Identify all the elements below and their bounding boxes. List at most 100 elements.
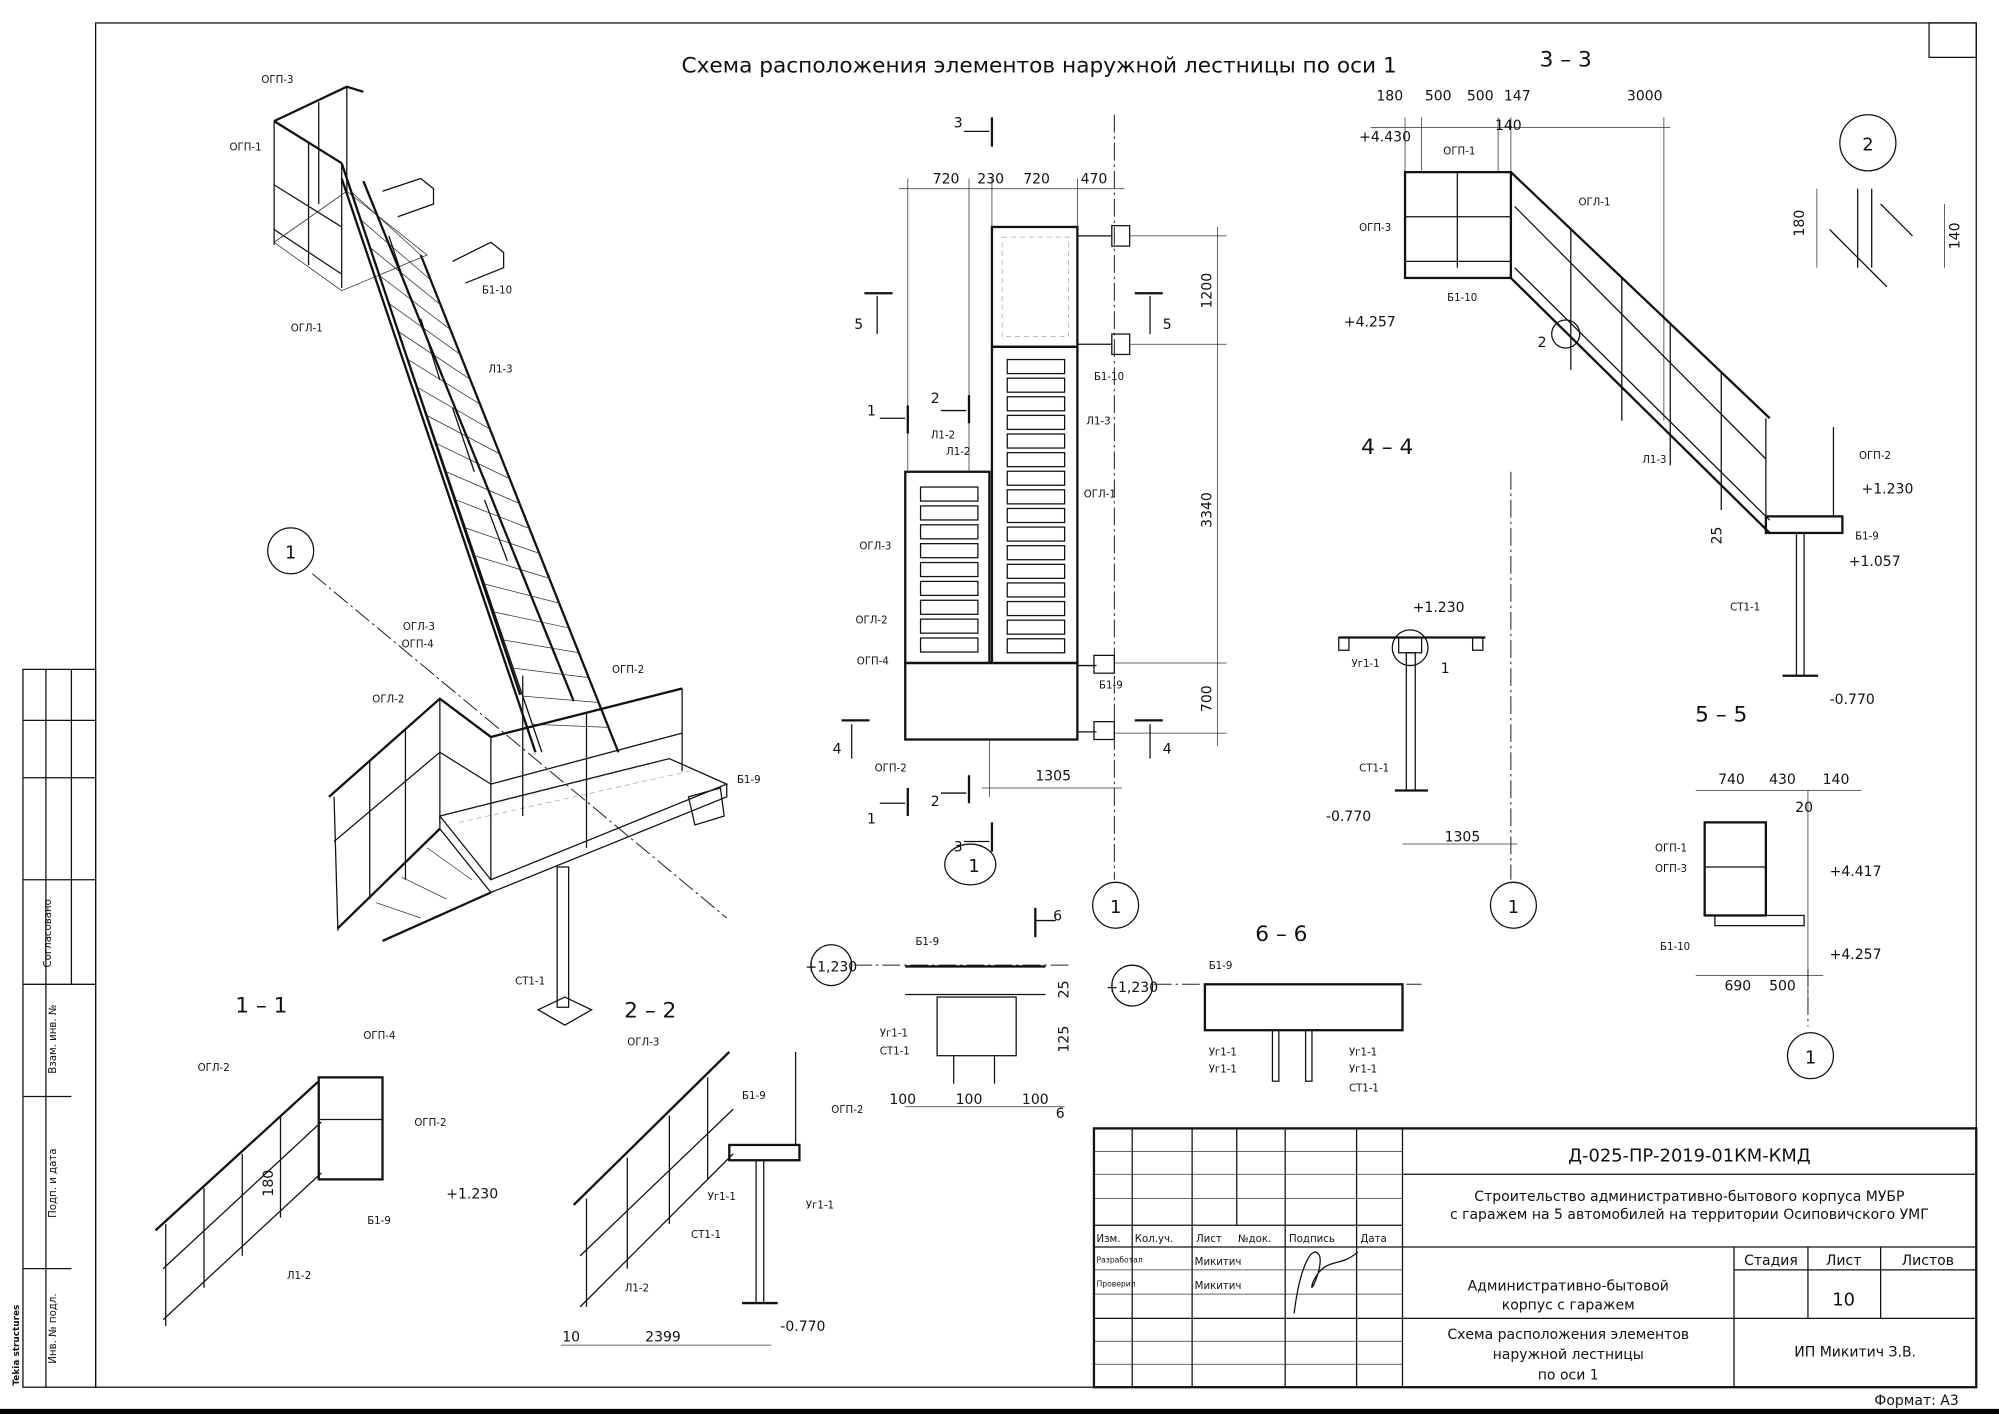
stage-header: Лист <box>1826 1253 1862 1269</box>
corner-box <box>1928 22 1977 59</box>
iso-label: ОГЛ-1 <box>291 324 323 335</box>
stair-tread <box>919 599 979 615</box>
section-5-5: 5 – 5 740 430 140 20 ОГП-1 ОГП-3 +4.417 … <box>1655 703 1882 1080</box>
stair-tread <box>379 275 451 330</box>
stamp-label: Взам. инв. № <box>48 1004 59 1074</box>
section-label: ОГП-3 <box>1655 864 1687 875</box>
section-marker: 4 <box>833 742 842 758</box>
sheet-title-line: наружной лестницы <box>1493 1347 1644 1363</box>
dim-label: 100 <box>956 1092 983 1108</box>
iso-label: ОГП-3 <box>261 75 293 86</box>
person-name: Микитич <box>1195 1281 1242 1292</box>
stair-tread <box>919 561 979 578</box>
dim-label: 740 <box>1718 772 1745 788</box>
plan-label: Л1-2 <box>931 431 955 442</box>
dim-label: 500 <box>1769 979 1796 995</box>
section-label: СТ1-1 <box>880 1046 910 1057</box>
iso-label: ОГП-4 <box>402 640 434 651</box>
plan-label: Л1-2 <box>946 447 970 458</box>
sheet-title-line: по оси 1 <box>1538 1368 1599 1384</box>
tb-header: №док. <box>1238 1234 1271 1245</box>
iso-label: ОГП-2 <box>612 665 644 676</box>
stair-tread <box>1006 619 1066 635</box>
stair-tread <box>503 639 579 654</box>
section-label: Б1-9 <box>1855 531 1879 542</box>
level-mark: +1.230 <box>446 1187 498 1203</box>
plan-label: Б1-10 <box>1094 372 1124 383</box>
level-mark: +4.257 <box>1830 947 1882 963</box>
level-mark: +1.057 <box>1849 554 1901 570</box>
dim-label: 720 <box>1023 172 1050 188</box>
dim-label: 25 <box>1709 527 1725 545</box>
stage-header: Листов <box>1902 1253 1954 1269</box>
dim-label: 690 <box>1724 979 1751 995</box>
person-name: Микитич <box>1195 1257 1242 1268</box>
section-title: 4 – 4 <box>1361 435 1413 460</box>
sheet-title-line: Схема расположения элементов <box>1447 1327 1689 1343</box>
stair-tread <box>1006 470 1066 486</box>
section-title: 2 – 2 <box>624 998 676 1023</box>
dim-label: 140 <box>1948 222 1964 249</box>
section-marker: 3 <box>954 840 963 856</box>
section-4-4: 4 – 4 +1.230 Уг1-1 1 СТ1-1 -0.770 1305 1 <box>1326 435 1538 929</box>
dim-label: 180 <box>261 1170 277 1197</box>
dim-label: 10 <box>562 1329 580 1345</box>
section-label: Л1-2 <box>625 1284 649 1295</box>
detail-callout: 1 <box>1441 661 1450 677</box>
plan-label: Б1-9 <box>1099 681 1123 692</box>
stair-tread <box>1006 358 1066 375</box>
sheet-main-title: Схема расположения элементов наружной ле… <box>682 54 1397 79</box>
axis-marker-label: 1 <box>1508 897 1519 918</box>
level-mark: -0.770 <box>1326 809 1371 825</box>
detail-2: 2 180 140 <box>1792 114 1964 288</box>
dim-label: 140 <box>1495 118 1522 134</box>
section-marker: 4 <box>1163 742 1172 758</box>
level-mark: -0.770 <box>1830 692 1875 708</box>
stair-tread <box>919 580 979 597</box>
stair-tread <box>1006 507 1066 524</box>
plan-label: ОГП-2 <box>875 763 907 774</box>
level-mark: +1.230 <box>1413 600 1465 616</box>
dim-label: 180 <box>1792 210 1808 237</box>
stair-tread <box>919 618 979 634</box>
level-mark: +4.417 <box>1830 864 1882 880</box>
axis-marker-label: 1 <box>285 542 296 563</box>
stair-tread <box>919 637 979 653</box>
stair-tread <box>369 247 441 306</box>
section-label: ОГП-1 <box>1655 844 1687 855</box>
section-marker: 1 <box>867 404 876 420</box>
section-label: ОГП-1 <box>1443 146 1475 157</box>
section-label: СТ1-1 <box>1359 763 1389 774</box>
stair-tread <box>436 443 510 480</box>
section-label: СТ1-1 <box>1349 1083 1379 1094</box>
stair-tread <box>1006 600 1066 617</box>
section-marker: 1 <box>867 812 876 828</box>
section-label: ОГП-2 <box>1859 451 1891 462</box>
section-6-6: 6 – 6 +1,230 Б1-9 Уг1-1 Уг1-1 Уг1-1 Уг1-… <box>1106 922 1422 1094</box>
iso-stair-treads <box>350 190 609 728</box>
section-title: 6 – 6 <box>1255 922 1307 947</box>
dim-label: 100 <box>889 1092 916 1108</box>
axis-marker-label: 1 <box>1805 1047 1816 1068</box>
section-marker: 3 <box>954 115 963 131</box>
axis-marker-label: 1 <box>968 856 979 877</box>
side-stamp: Согласовано Взам. инв. № Подп. и дата Ин… <box>12 668 97 1388</box>
stair-tread <box>1006 545 1066 561</box>
dim-label: 20 <box>1795 800 1813 816</box>
stair-tread <box>1006 396 1066 412</box>
sheet-format: Формат: А3 <box>1874 1393 1959 1409</box>
node-6-view: 6 +1,230 Б1-9 25 125 Уг1-1 СТ1-1 100 100… <box>805 907 1072 1122</box>
dim-label: 3000 <box>1627 89 1663 105</box>
stair-tread <box>1006 433 1066 449</box>
section-label: Б1-10 <box>1447 293 1477 304</box>
level-mark: +1,230 <box>805 960 857 976</box>
section-label: Б1-9 <box>742 1091 766 1102</box>
iso-label: ОГЛ-3 <box>403 622 435 633</box>
tb-header: Дата <box>1360 1234 1386 1245</box>
stair-tread <box>1006 638 1066 654</box>
iso-label: Л1-3 <box>488 364 512 375</box>
section-marker: 6 <box>1053 909 1062 925</box>
section-label: ОГЛ-1 <box>1578 197 1610 208</box>
document-code: Д-025-ПР-2019-01КМ-КМД <box>1568 1146 1811 1167</box>
object-name-line: Административно-бытовой <box>1468 1278 1669 1294</box>
